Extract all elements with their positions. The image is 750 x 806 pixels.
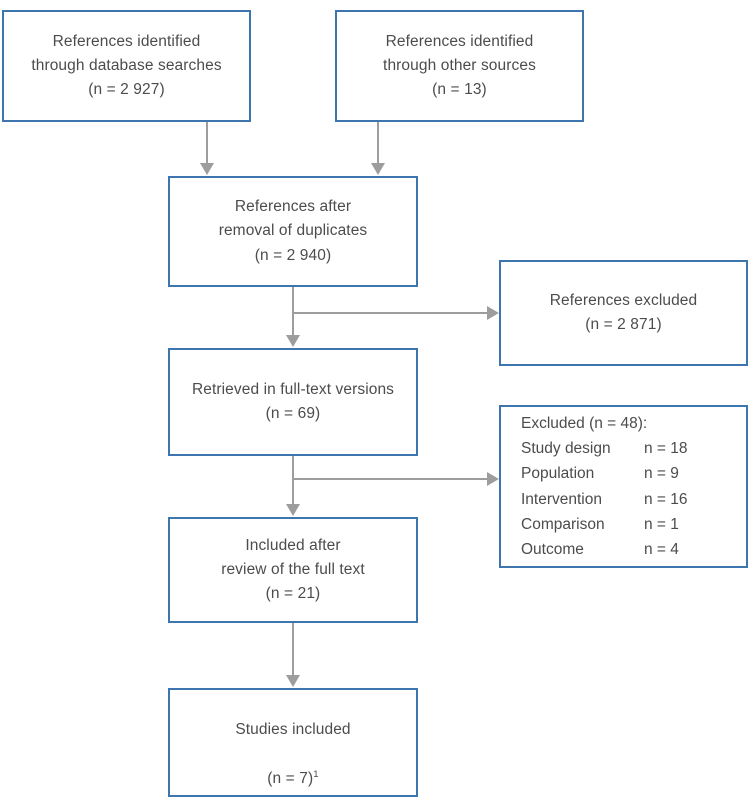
node-text: References after removal of duplicates (… bbox=[218, 198, 368, 264]
excluded-reason-label: Study design bbox=[521, 440, 611, 458]
arrowhead-duplicates-to-fulltext bbox=[286, 335, 300, 347]
connector-included-to-studies bbox=[292, 623, 294, 676]
excluded-reason-row: Outcome n = 4 bbox=[521, 537, 688, 562]
excluded-reason-label: Intervention bbox=[521, 490, 602, 508]
excluded-reason-row: Comparison n = 1 bbox=[521, 512, 688, 537]
arrowhead-fulltext-to-excluded-reasons bbox=[487, 472, 499, 486]
excluded-reason-row: Study design n = 18 bbox=[521, 436, 688, 461]
studies-included-count: (n = 7) bbox=[267, 769, 314, 787]
excluded-reason-value: n = 1 bbox=[644, 515, 679, 533]
node-text: Retrieved in full-text versions (n = 69) bbox=[191, 380, 395, 422]
excluded-reason-row: Population n = 9 bbox=[521, 461, 688, 486]
excluded-reasons-list: Excluded (n = 48): Study design n = 18 P… bbox=[521, 411, 688, 562]
arrowhead-other-sources-to-duplicates bbox=[371, 163, 385, 175]
node-retrieved-full-text: Retrieved in full-text versions (n = 69) bbox=[168, 348, 418, 456]
node-references-excluded: References excluded (n = 2 871) bbox=[499, 260, 748, 366]
excluded-reason-value: n = 16 bbox=[644, 490, 688, 508]
node-included-after-review: Included after review of the full text (… bbox=[168, 517, 418, 623]
node-references-after-duplicate-removal: References after removal of duplicates (… bbox=[168, 176, 418, 287]
node-text: References identified through database s… bbox=[31, 32, 222, 98]
node-excluded-reasons: Excluded (n = 48): Study design n = 18 P… bbox=[499, 405, 748, 568]
arrowhead-duplicates-to-references-excluded bbox=[487, 306, 499, 320]
node-studies-included: Studies included (n = 7)1 bbox=[168, 688, 418, 797]
node-text: References identified through other sour… bbox=[383, 32, 536, 98]
excluded-reason-value: n = 18 bbox=[644, 440, 688, 458]
node-references-identified-database: References identified through database s… bbox=[2, 10, 251, 122]
excluded-reasons-heading: Excluded (n = 48): bbox=[521, 415, 648, 433]
connector-database-to-duplicates bbox=[206, 122, 208, 164]
node-text: Included after review of the full text (… bbox=[221, 536, 365, 602]
node-references-identified-other-sources: References identified through other sour… bbox=[335, 10, 584, 122]
excluded-reason-value: n = 4 bbox=[644, 540, 679, 558]
node-text: References excluded (n = 2 871) bbox=[549, 291, 698, 333]
arrowhead-fulltext-to-included bbox=[286, 504, 300, 516]
connector-fulltext-to-excluded-reasons bbox=[292, 478, 488, 480]
arrowhead-included-to-studies bbox=[286, 675, 300, 687]
excluded-reason-row: Intervention n = 16 bbox=[521, 487, 688, 512]
arrowhead-database-to-duplicates bbox=[200, 163, 214, 175]
node-text: Studies included (n = 7)1 bbox=[235, 694, 350, 790]
excluded-reason-label: Comparison bbox=[521, 515, 605, 533]
studies-included-label: Studies included bbox=[235, 721, 351, 739]
excluded-reason-label: Population bbox=[521, 465, 595, 483]
excluded-reason-label: Outcome bbox=[521, 540, 584, 558]
connector-fulltext-to-included bbox=[292, 456, 294, 505]
connector-other-sources-to-duplicates bbox=[377, 122, 379, 164]
connector-duplicates-to-references-excluded bbox=[292, 312, 488, 314]
footnote-marker: 1 bbox=[313, 768, 319, 780]
connector-duplicates-to-fulltext bbox=[292, 287, 294, 336]
excluded-reason-value: n = 9 bbox=[644, 465, 679, 483]
